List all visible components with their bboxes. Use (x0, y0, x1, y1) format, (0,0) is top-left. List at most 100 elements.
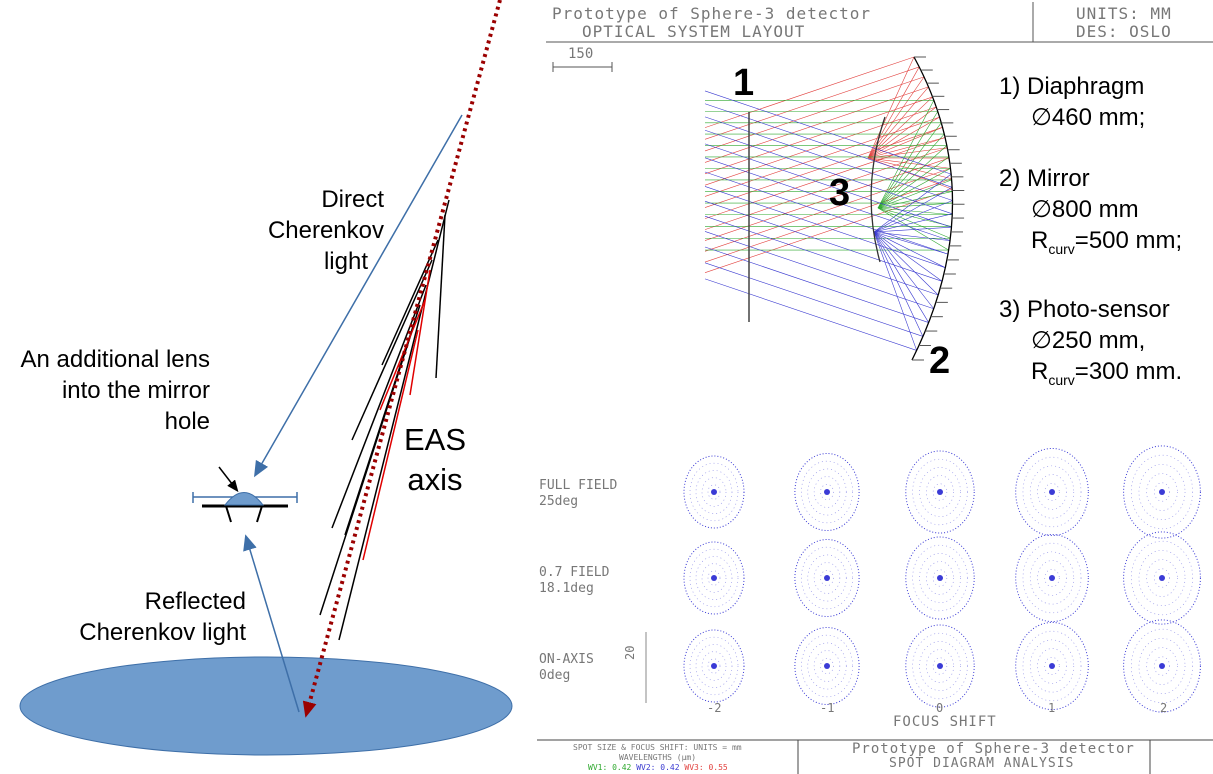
spot-ring (689, 636, 739, 696)
ray-line (704, 246, 929, 323)
focus-tick-0: 0 (936, 701, 944, 715)
spot-outline (794, 538, 860, 618)
layout-title-frame (546, 2, 1213, 72)
spot-ring (1154, 568, 1170, 588)
spot-ring (926, 561, 954, 595)
ray-line (867, 147, 948, 159)
ray-line (704, 278, 917, 351)
eas-line-2: axis (407, 462, 463, 497)
spot-ring (1044, 568, 1060, 588)
spot-ring (707, 570, 721, 586)
lens-label: An additional lens into the mirror hole (2, 344, 210, 437)
spot-ring (1037, 474, 1067, 510)
ray-line (873, 231, 943, 282)
reflected-light-arrow (243, 534, 300, 713)
spot-ring (912, 458, 968, 526)
spot-ring (1029, 465, 1075, 519)
footer-units: SPOT SIZE & FOCUS SHIFT: UNITS = mm (573, 743, 742, 752)
ray-line (873, 173, 952, 233)
spot-center (937, 489, 943, 495)
spot-ring (813, 650, 841, 682)
spot-ring (932, 657, 948, 675)
layout-units: UNITS: MM (1076, 4, 1172, 23)
layout-designer: DES: OSLO (1076, 22, 1172, 41)
ray-line (704, 143, 952, 228)
spec-mirror: 2) Mirror ∅800 mm Rcurv=500 mm; (999, 163, 1182, 265)
ray-line (877, 202, 953, 209)
lens-line-1: An additional lens (20, 346, 210, 373)
spot-outline (1123, 531, 1201, 625)
ray-line (867, 127, 943, 159)
spot-center (1049, 575, 1055, 581)
ray-line (704, 66, 920, 140)
spot-ring (807, 468, 847, 516)
ray-line (704, 186, 946, 268)
spot-ring (912, 544, 968, 612)
spot-ring (813, 476, 841, 508)
lens-line-3: hole (164, 408, 210, 435)
spot-ring (701, 477, 727, 507)
spot-center (937, 663, 943, 669)
ray-line (877, 133, 945, 209)
ray-line (877, 100, 935, 209)
direct-light-arrow (254, 114, 463, 478)
spot-ring (919, 641, 961, 691)
eas-line-1: EAS (403, 422, 467, 457)
photosensor-arc (870, 116, 886, 263)
spot-center (1159, 575, 1165, 581)
spot-ring (932, 569, 948, 587)
focus-tick-m1: -1 (820, 701, 835, 715)
focus-tick-2: 2 (1160, 701, 1168, 715)
ray-line (873, 226, 952, 233)
focus-tick-m2: -2 (707, 701, 722, 715)
ray-line (877, 168, 951, 209)
ray-line (704, 127, 943, 208)
spot-center (1049, 489, 1055, 495)
spot-ring (801, 634, 853, 698)
spot-ring (1029, 551, 1075, 605)
ray-line (867, 116, 940, 159)
spot-outline (794, 452, 860, 532)
spot-ring (919, 553, 961, 603)
spec-photosensor-size: ∅250 mm, (1031, 327, 1146, 354)
spot-outline (1015, 621, 1089, 711)
spot-ring (807, 554, 847, 602)
ray-line (873, 187, 953, 233)
spot-ring (707, 484, 721, 500)
spot-ring (695, 644, 733, 688)
ray-line (704, 56, 915, 128)
ray-line (877, 207, 951, 239)
spot-outline (905, 624, 975, 708)
spec-mirror-name: 2) Mirror (999, 165, 1090, 192)
footer-wv: WV1: 0.42 WV2: 0.42 WV3: 0.55 (588, 763, 728, 772)
spot-outline (683, 629, 745, 703)
ray-line (873, 200, 953, 233)
spot-ring (695, 470, 733, 514)
mirror-arc (911, 56, 954, 361)
spot-diagrams (683, 445, 1201, 713)
spot-ring (820, 569, 834, 587)
footer-wavelengths: WAVELENGTHS (μm) (619, 753, 697, 762)
spec-diaphragm: 1) Diaphragm ∅460 mm; (999, 71, 1145, 133)
ray-line (873, 231, 949, 255)
snow-surface-ellipse (19, 656, 513, 756)
eas-black-lines (319, 199, 450, 641)
spot-ring (1044, 656, 1060, 676)
spot-ring (1138, 464, 1186, 520)
ray-line (867, 137, 946, 159)
spot-ring (801, 546, 853, 610)
direct-light-label-text: Direct Cherenkov light (244, 184, 384, 277)
ray-line (704, 200, 943, 282)
spot-outline (1123, 445, 1201, 539)
spot-ring (689, 548, 739, 608)
ray-line (704, 178, 952, 263)
ray-line (867, 56, 915, 159)
spot-ring (1044, 482, 1060, 502)
ray-line (873, 231, 946, 268)
ray-line (704, 86, 929, 163)
ray-line (877, 145, 948, 209)
ray-line (704, 90, 952, 175)
label-mirror-number: 2 (929, 340, 951, 382)
